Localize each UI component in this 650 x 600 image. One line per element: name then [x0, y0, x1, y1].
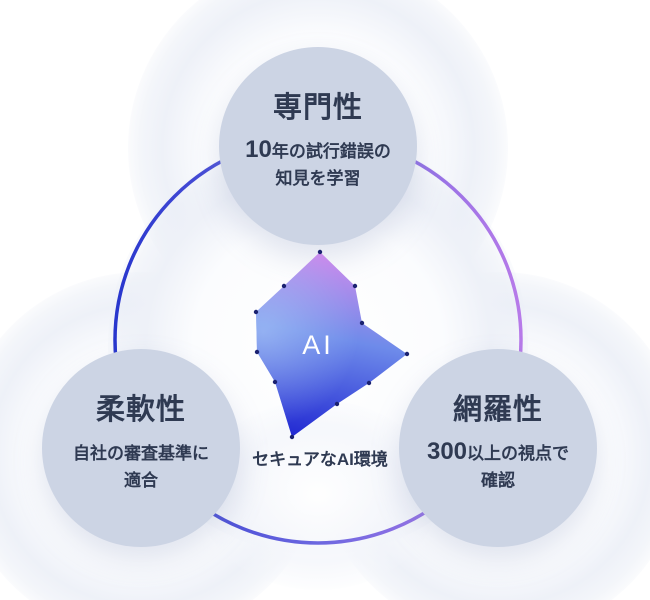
node-flexibility-subtitle: 自社の審査基準に 適合: [73, 438, 209, 494]
node-coverage-title: 網羅性: [452, 394, 543, 426]
node-flexibility: 柔軟性 自社の審査基準に 適合: [42, 349, 240, 547]
subtitle-line1: 自社の審査基準に: [73, 438, 209, 467]
node-coverage-subtitle: 300以上の視点で 確認: [427, 438, 569, 494]
subtitle-text: 以上の視点で: [467, 444, 570, 463]
node-coverage: 網羅性 300以上の視点で 確認: [399, 349, 597, 547]
subtitle-line2: 知見を学習: [275, 169, 361, 188]
subtitle-number: 10: [245, 136, 272, 163]
node-expertise-subtitle: 10年の試行錯誤の 知見を学習: [245, 136, 391, 192]
subtitle-text: 自社の審査基準に: [73, 444, 209, 463]
node-expertise: 専門性 10年の試行錯誤の 知見を学習: [219, 47, 417, 245]
subtitle-text: 年の試行錯誤の: [271, 142, 391, 161]
subtitle-line2: 適合: [124, 471, 158, 490]
subtitle-line1: 10年の試行錯誤の: [245, 136, 391, 165]
node-flexibility-title: 柔軟性: [95, 394, 186, 426]
polygon-vertex-dots: [253, 249, 410, 440]
center-caption: セキュアなAI環境: [252, 450, 388, 469]
ai-label: AI: [302, 330, 334, 360]
subtitle-number: 300: [426, 438, 468, 465]
ai-polygon-highlight: [256, 252, 407, 437]
node-expertise-title: 専門性: [272, 92, 363, 124]
subtitle-line2: 確認: [480, 471, 515, 490]
subtitle-line1: 300以上の視点で: [427, 438, 569, 467]
